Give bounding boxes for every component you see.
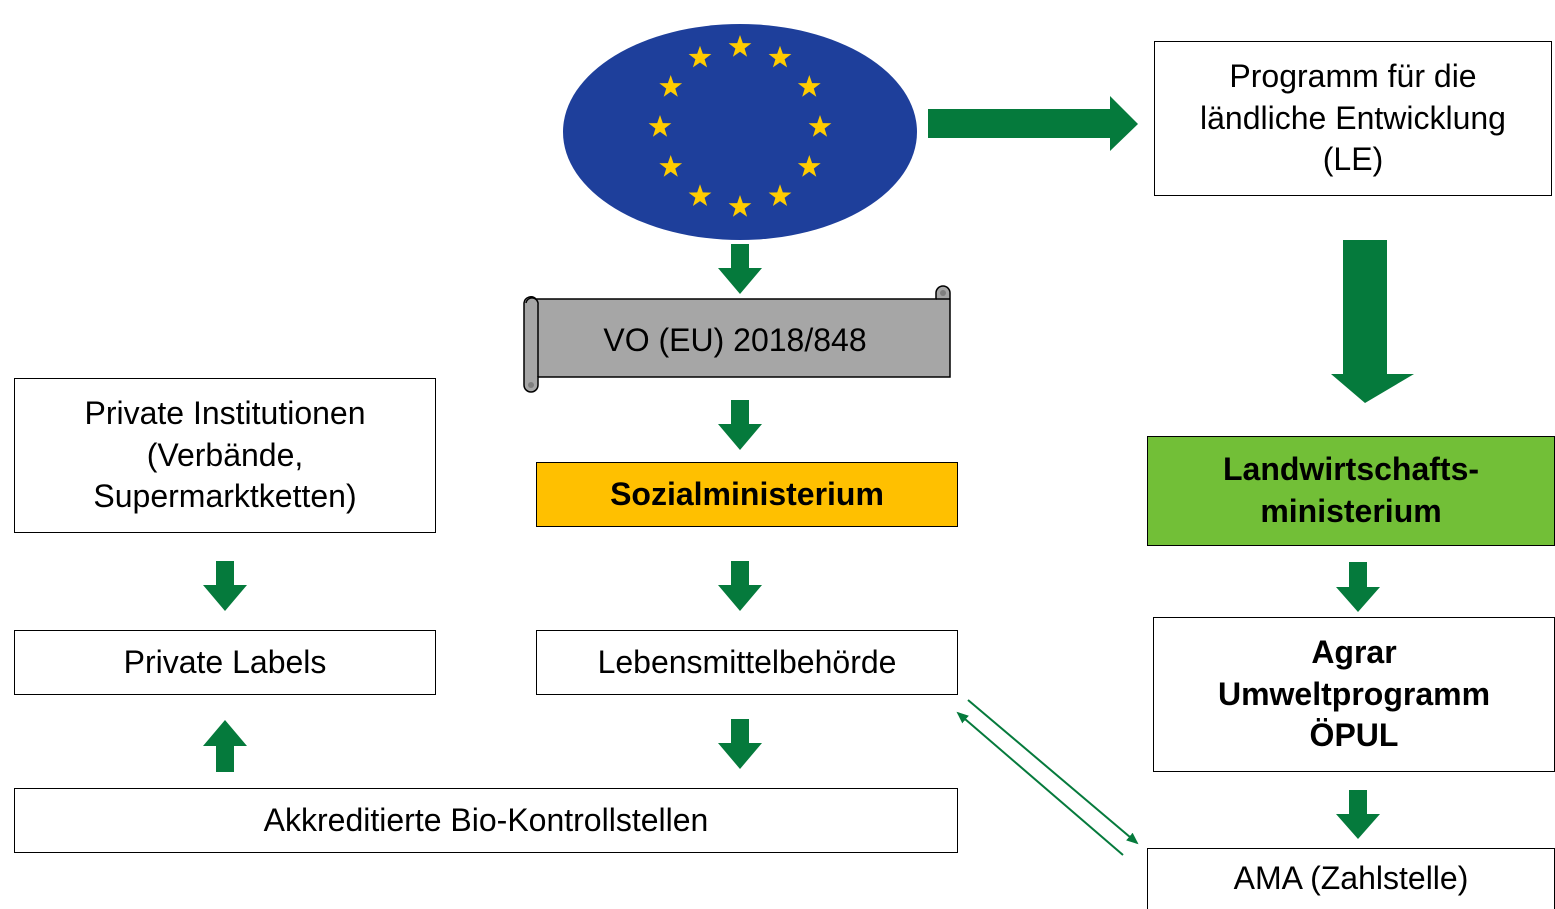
arrow-eu-to-vo [718,244,762,294]
eu-star-icon [808,115,832,137]
arrow-agrar-to-ama [1336,790,1380,839]
private-labels-box: Private Labels [14,630,436,695]
eu-star-icon [768,45,792,68]
eu-star-icon [797,155,821,177]
arrow-bio-to-labels [203,720,247,772]
eu-star-icon [659,75,683,97]
eu-star-icon [797,75,821,97]
bio-kontrollstellen-box: Akkreditierte Bio-Kontrollstellen [14,788,958,853]
lebensmittelbehoerde-box: Lebensmittelbehörde [536,630,958,695]
eu-star-icon [688,184,712,206]
eu-flag-icon [563,24,917,240]
landwirtschaftsministerium-box: Landwirtschafts-ministerium [1147,436,1555,546]
arrow-sozial-to-lebensmittel [718,561,762,611]
agrar-umweltprogramm-box: Agrar Umweltprogramm ÖPUL [1153,617,1555,772]
eu-star-icon [728,35,752,57]
arrow-vo-to-sozial [718,400,762,450]
arrow-eu-to-le [928,96,1138,151]
eu-star-icon [659,155,683,177]
vo-eu-label: VO (EU) 2018/848 [603,321,867,358]
regulation-scroll [523,285,951,393]
eu-star-icon [688,45,712,68]
ama-box: AMA (Zahlstelle) [1147,848,1555,909]
arrow-le-to-landwirtschaft [1331,240,1414,403]
private-institutionen-box: Private Institutionen (Verbände, Superma… [14,378,436,533]
programm-le-box: Programm für die ländliche Entwicklung (… [1154,41,1552,196]
arrow-institutionen-to-labels [203,561,247,611]
eu-star-icon [728,195,752,217]
arrow-lebensmittel-to-bio [718,719,762,769]
arrow-landwirtschaft-to-agrar [1336,562,1380,612]
eu-star-icon [768,184,792,206]
arrow-ama-to-lebensmittel [956,711,1124,856]
sozialministerium-box: Sozialministerium [536,462,958,527]
arrow-lebensmittel-to-ama [967,699,1139,845]
eu-star-icon [648,115,672,137]
